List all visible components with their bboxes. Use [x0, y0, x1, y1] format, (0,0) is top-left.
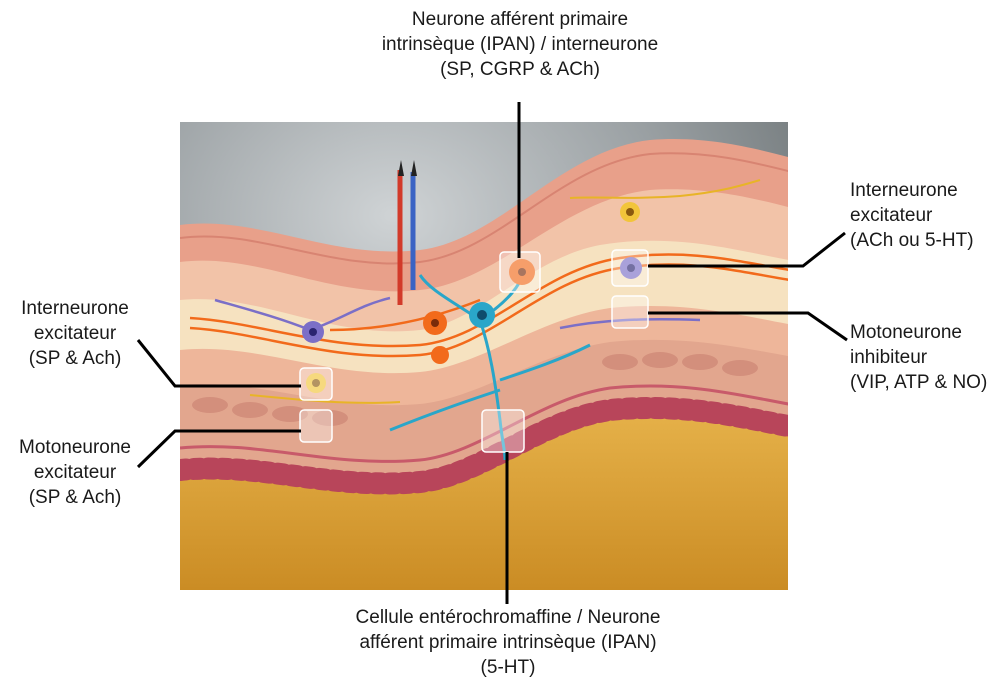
- label-line: intrinsèque (IPAN) / interneurone: [340, 32, 700, 57]
- label-line: (ACh ou 5-HT): [850, 228, 1000, 253]
- label-line: excitateur: [0, 321, 150, 346]
- label-motoneurone-excitateur: Motoneurone excitateur (SP & Ach): [0, 435, 150, 510]
- label-interneurone-excitateur-right: Interneurone excitateur (ACh ou 5-HT): [850, 178, 1000, 253]
- label-line: Motoneurone: [0, 435, 150, 460]
- label-motoneurone-inhibiteur: Motoneurone inhibiteur (VIP, ATP & NO): [850, 320, 1000, 395]
- label-line: (5-HT): [318, 655, 698, 680]
- label-line: afférent primaire intrinsèque (IPAN): [318, 630, 698, 655]
- label-interneurone-excitateur-left: Interneurone excitateur (SP & Ach): [0, 296, 150, 371]
- label-ipan-interneurone: Neurone afférent primaire intrinsèque (I…: [340, 7, 700, 82]
- label-line: excitateur: [850, 203, 1000, 228]
- label-line: (VIP, ATP & NO): [850, 370, 1000, 395]
- label-line: (SP & Ach): [0, 485, 150, 510]
- ipan-neuron-cell: [469, 302, 495, 328]
- label-line: Cellule entérochromaffine / Neurone: [318, 605, 698, 630]
- label-line: excitateur: [0, 460, 150, 485]
- label-line: Interneurone: [850, 178, 1000, 203]
- label-line: Interneurone: [0, 296, 150, 321]
- label-line: (SP & Ach): [0, 346, 150, 371]
- label-line: (SP, CGRP & ACh): [340, 57, 700, 82]
- label-line: Neurone afférent primaire: [340, 7, 700, 32]
- label-enterochromaffine: Cellule entérochromaffine / Neurone affé…: [318, 605, 698, 680]
- label-line: inhibiteur: [850, 345, 1000, 370]
- label-line: Motoneurone: [850, 320, 1000, 345]
